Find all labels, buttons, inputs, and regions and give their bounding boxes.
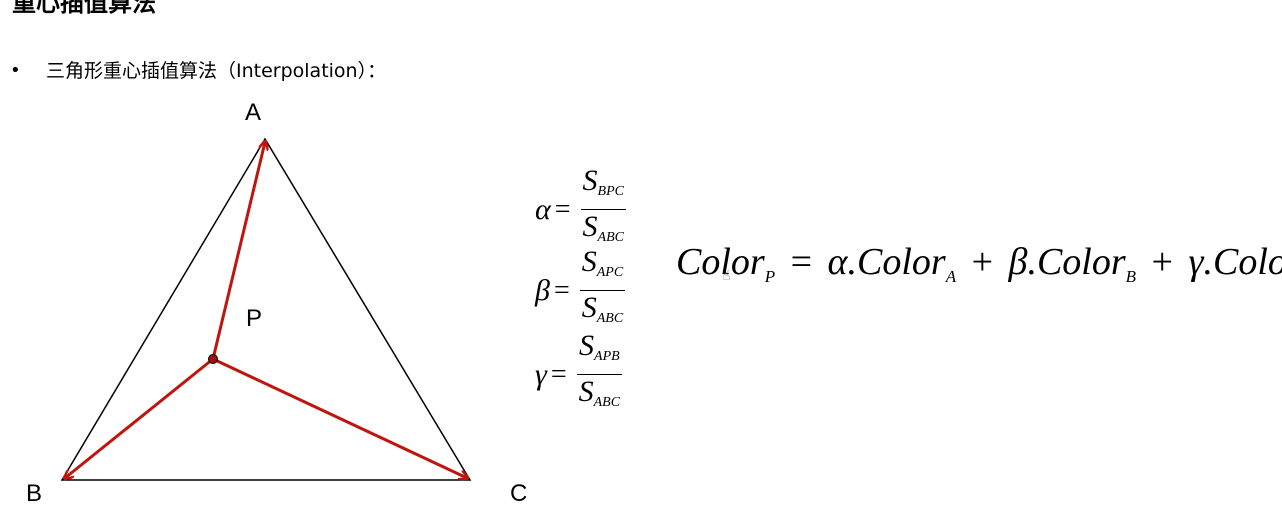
vertex-label-a: A	[245, 99, 262, 126]
plus-2: +	[1151, 241, 1173, 283]
vector-pa	[211, 142, 265, 360]
vertex-label-b: B	[26, 480, 43, 507]
term1-sub: A	[945, 267, 957, 286]
alpha-den: S	[582, 210, 598, 243]
alpha-symbol: α	[535, 192, 551, 226]
term1-coef: α	[827, 241, 848, 283]
gamma-den: S	[578, 375, 594, 408]
beta-num: S	[581, 245, 597, 278]
gamma-fraction: SAPB SABC	[576, 329, 623, 419]
alpha-den-sub: ABC	[597, 230, 624, 245]
term2-name: .Color	[1027, 241, 1126, 283]
vector-pb	[65, 357, 214, 478]
vector-pc	[212, 357, 467, 478]
plus-1: +	[971, 241, 994, 283]
gamma-num: S	[579, 329, 595, 362]
vertex-label-c: C	[510, 480, 528, 507]
triangle-abc	[60, 137, 472, 481]
gamma-num-sub: APB	[594, 349, 620, 364]
term1-name: .Color	[847, 241, 946, 283]
term3-coef: γ	[1188, 241, 1204, 283]
gamma-den-sub: ABC	[593, 395, 621, 410]
color-lhs: Color	[676, 241, 765, 283]
alpha-formula: α = SBPC SABC	[535, 165, 626, 254]
bullet-dot-icon: •	[10, 60, 21, 81]
gamma-symbol: γ	[535, 357, 547, 391]
beta-formula: β = SAPC SABC	[535, 245, 626, 335]
beta-num-sub: APC	[596, 265, 624, 280]
beta-symbol: β	[535, 273, 550, 307]
alpha-fraction: SBPC SABC	[580, 164, 626, 254]
gamma-equals: =	[550, 358, 567, 390]
beta-equals: =	[553, 274, 570, 306]
bullet-item: • 三角形重心插值算法（Interpolation）：	[10, 58, 386, 84]
alpha-equals: =	[554, 193, 571, 225]
alpha-num-sub: BPC	[597, 184, 624, 199]
beta-den: S	[581, 291, 597, 324]
color-equals: =	[790, 241, 813, 283]
vertex-label-p: P	[246, 305, 263, 332]
page-title: 重心插值算法	[12, 0, 156, 17]
alpha-num: S	[582, 164, 598, 197]
beta-fraction: SAPC SABC	[579, 245, 626, 335]
term3-name: .Color	[1203, 241, 1282, 283]
term2-sub: B	[1125, 267, 1137, 286]
point-p	[208, 354, 218, 364]
color-lhs-sub: P	[764, 267, 776, 286]
hand-cursor-icon: ☝	[722, 268, 731, 284]
term2-coef: β	[1008, 241, 1028, 283]
beta-den-sub: ABC	[596, 311, 624, 326]
gamma-formula: γ = SAPB SABC	[535, 329, 623, 419]
color-formula: ColorP = α.ColorA + β.ColorB + γ.ColorC	[676, 240, 1282, 287]
bullet-text: 三角形重心插值算法（Interpolation）：	[46, 60, 387, 82]
